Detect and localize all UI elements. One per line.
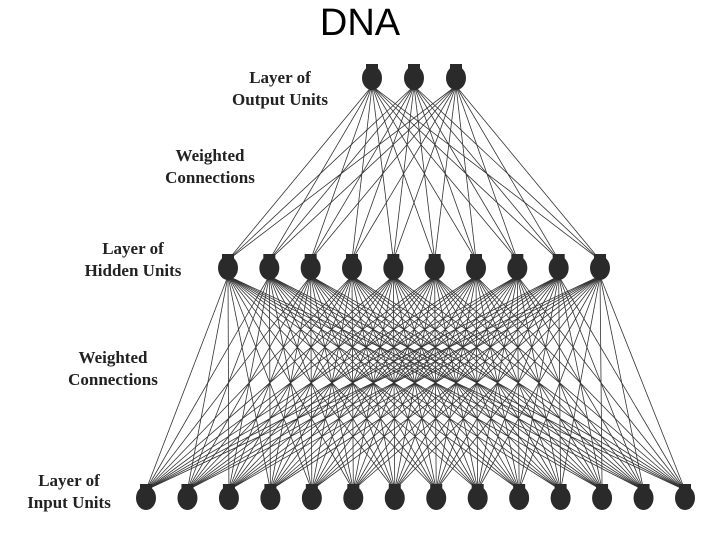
hidden-unit [342, 254, 362, 280]
hidden-input-edge [145, 275, 394, 491]
output-hidden-edge [392, 85, 457, 261]
hidden-input-edge [145, 275, 601, 491]
output-layer-label-line-2: Output Units [232, 90, 328, 109]
weighted-connections [145, 85, 686, 491]
output-hidden-edge [455, 85, 477, 261]
hidden-input-edge [394, 275, 601, 491]
input-unit [509, 484, 530, 510]
hidden-input-edge [228, 275, 601, 491]
output-hidden-edge [455, 85, 560, 261]
input-unit [592, 484, 613, 510]
hidden-unit [507, 254, 528, 280]
input-unit [177, 484, 198, 510]
hidden-input-edge [145, 275, 435, 491]
output-hidden-edge [455, 85, 601, 261]
output-hidden-edge [227, 85, 457, 261]
output-hidden-edge [269, 85, 457, 261]
input-unit [633, 484, 654, 510]
hidden-input-edge [311, 275, 601, 491]
upper-connections-label-line-2: Connections [165, 168, 255, 187]
lower-connections-label: Weighted Connections [48, 347, 178, 391]
hidden-input-edge [518, 275, 601, 491]
lower-connections-label-line-1: Weighted [78, 348, 148, 367]
input-unit [260, 484, 281, 510]
output-unit [362, 64, 382, 90]
hidden-input-edge [145, 275, 353, 491]
hidden-input-edge [145, 275, 518, 491]
hidden-input-edge [145, 275, 229, 491]
hidden-unit [590, 254, 610, 280]
hidden-layer-label: Layer of Hidden Units [68, 238, 198, 282]
output-layer-label: Layer of Output Units [210, 67, 350, 111]
hidden-unit [383, 254, 404, 280]
hidden-input-edge [145, 275, 559, 491]
hidden-unit [466, 254, 486, 280]
hidden-unit [424, 254, 445, 280]
input-layer-label: Layer of Input Units [4, 470, 134, 514]
input-unit [301, 484, 322, 510]
lower-connections-label-line-2: Connections [68, 370, 158, 389]
output-hidden-edge [434, 85, 457, 261]
hidden-input-edge [477, 275, 601, 491]
output-unit [446, 64, 466, 90]
hidden-layer-label-line-1: Layer of [102, 239, 164, 258]
hidden-input-edge [187, 275, 601, 491]
hidden-input-edge [145, 275, 270, 491]
upper-connections-label-line-1: Weighted [175, 146, 245, 165]
hidden-input-edge [435, 275, 601, 491]
input-unit [426, 484, 447, 510]
input-unit [136, 484, 156, 510]
hidden-unit [218, 254, 238, 280]
hidden-input-edge [145, 275, 477, 491]
upper-connections-label: Weighted Connections [145, 145, 275, 189]
hidden-input-edge [270, 275, 601, 491]
hidden-input-edge [353, 275, 601, 491]
output-hidden-edge [227, 85, 415, 261]
output-hidden-edge [310, 85, 457, 261]
hidden-input-edge [560, 275, 601, 491]
input-unit [218, 484, 239, 510]
input-unit [384, 484, 405, 510]
output-hidden-edge [351, 85, 457, 261]
hidden-input-edge [599, 275, 644, 491]
input-unit [550, 484, 571, 510]
output-hidden-edge [227, 85, 373, 261]
output-hidden-edge [455, 85, 518, 261]
input-layer-label-line-1: Layer of [38, 471, 100, 490]
output-unit [404, 64, 424, 90]
hidden-input-edge [599, 275, 686, 491]
input-unit [467, 484, 488, 510]
hidden-unit [259, 254, 280, 280]
hidden-unit [300, 254, 321, 280]
output-layer-label-line-1: Layer of [249, 68, 311, 87]
hidden-input-edge [599, 275, 603, 491]
input-layer-label-line-2: Input Units [27, 493, 111, 512]
hidden-unit [548, 254, 569, 280]
hidden-input-edge [145, 275, 311, 491]
input-unit [343, 484, 364, 510]
network-units [136, 64, 695, 510]
hidden-layer-label-line-2: Hidden Units [84, 261, 182, 280]
slide-title: DNA [319, 2, 401, 44]
input-unit [675, 484, 695, 510]
